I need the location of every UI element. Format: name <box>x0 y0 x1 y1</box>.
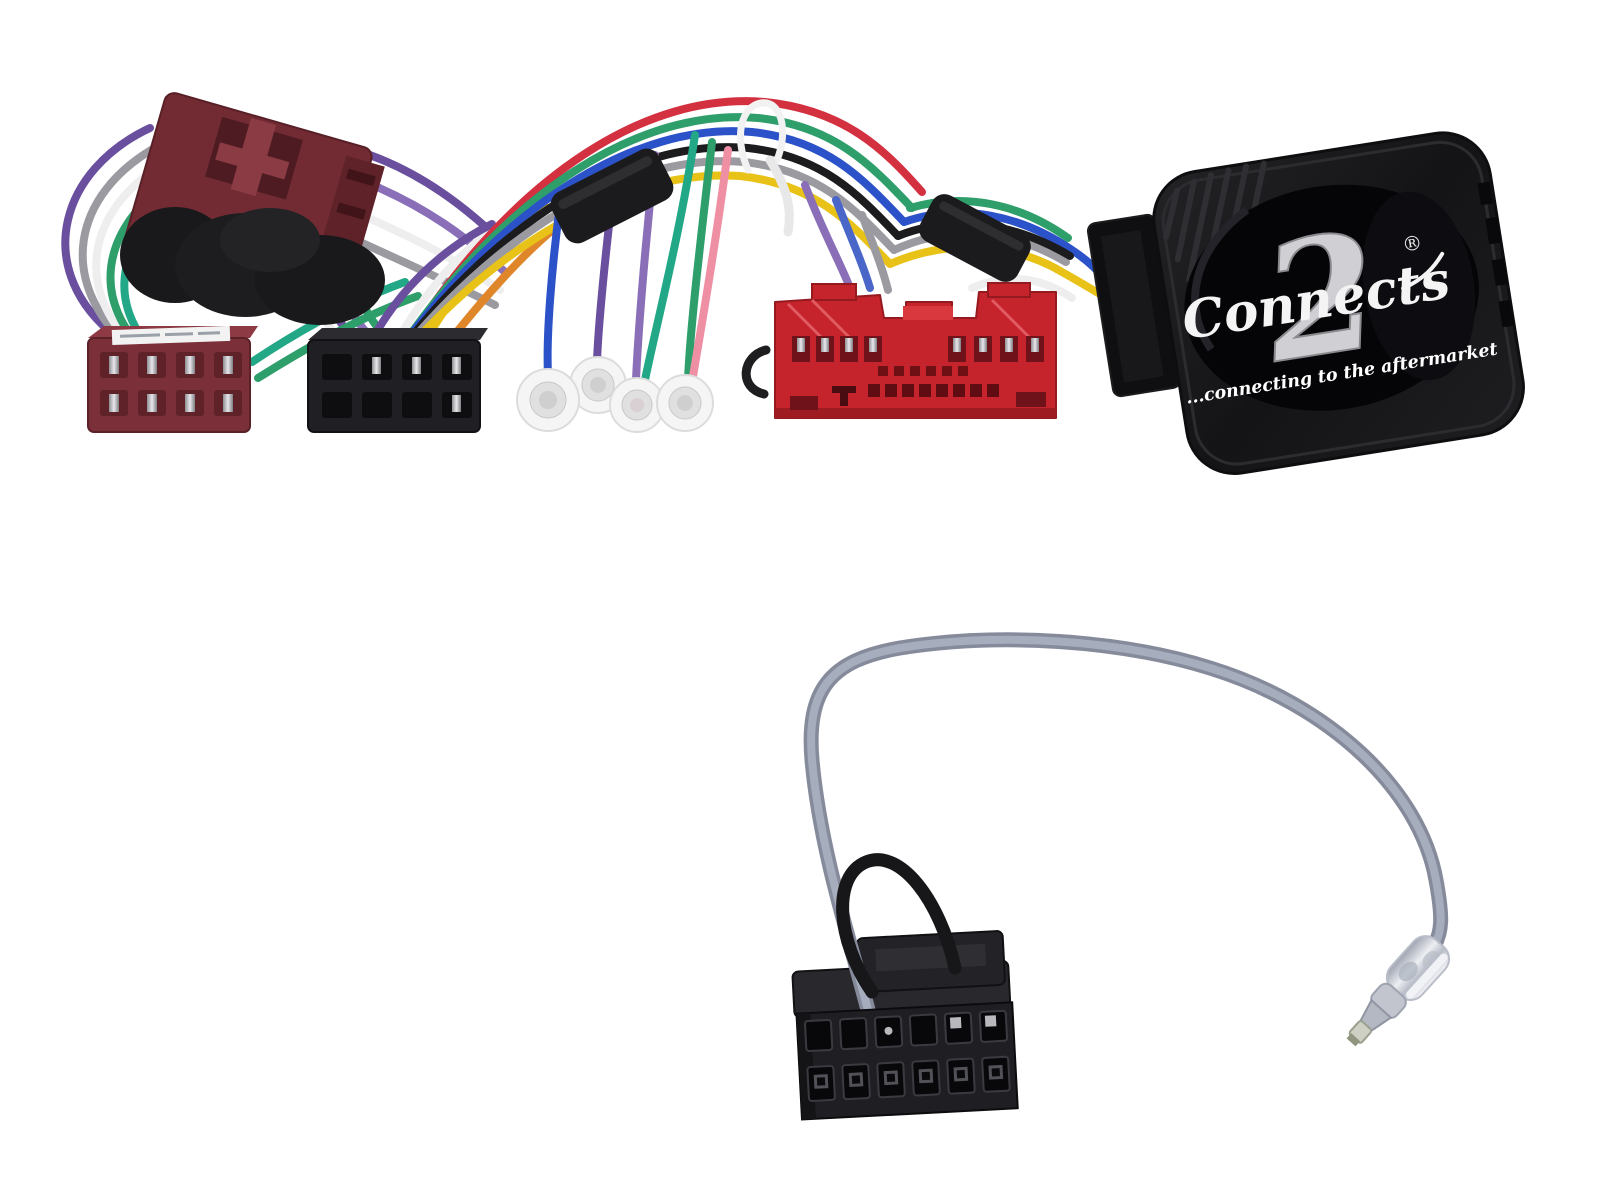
wire-grey <box>858 211 892 294</box>
tape-wraps <box>550 148 1031 282</box>
interface-box-window-sheen <box>1362 191 1476 381</box>
wire-red <box>411 97 926 334</box>
iso-power-label <box>111 325 231 346</box>
stalk-connector <box>795 1001 1019 1121</box>
quadlock-end-slot <box>346 168 376 187</box>
vehicle-connector-bottom <box>775 408 1056 418</box>
quadlock-end-slot <box>336 202 367 220</box>
logo-registered-mark: ® <box>1400 230 1424 257</box>
bullet-terminal <box>656 374 714 432</box>
iso-power-connector <box>87 325 258 433</box>
stalk-connector-cavities <box>804 1009 1011 1102</box>
wire-teal <box>641 131 699 384</box>
iso-speaker-connector <box>307 328 488 433</box>
wire-blue <box>394 127 908 356</box>
vehicle-connector-loop <box>741 345 771 399</box>
wire-white <box>346 206 504 294</box>
tape-loom <box>120 207 385 325</box>
wire-grey <box>78 142 162 350</box>
iso-speaker-body <box>307 339 481 433</box>
tape-wrap-highlight <box>939 201 1024 251</box>
aerial-plug-crimp <box>1398 961 1418 982</box>
wire-blue-light <box>832 196 874 292</box>
interface-box-side-slots <box>1477 181 1515 328</box>
bullet-terminal <box>609 377 665 433</box>
aerial-plug-shine <box>1406 953 1448 999</box>
wire-grey <box>382 157 898 376</box>
vehicle-connector-pins <box>790 336 1046 410</box>
wire-green <box>906 197 1072 242</box>
stalk-lead <box>791 632 1451 1121</box>
iso-power-pins <box>100 352 242 416</box>
aerial-plug-tip-end <box>1346 1033 1361 1047</box>
vehicle-connector-tab <box>811 283 857 301</box>
wire-black <box>388 143 902 366</box>
tape-wrap <box>550 148 674 244</box>
interface-box-plug-inner <box>1100 230 1164 383</box>
cable-tie <box>737 99 794 237</box>
wire-purple <box>368 220 496 344</box>
iso-speaker-top <box>308 328 488 340</box>
wire-pink <box>688 146 732 386</box>
wire-violet <box>801 181 854 292</box>
wire-green <box>401 113 916 346</box>
aerial-plug <box>1346 935 1451 1047</box>
logo-flourish <box>1401 251 1445 291</box>
wire-white <box>968 274 1076 302</box>
interface-box: 2 Connects ® ...connecting to the afterm… <box>1152 131 1525 475</box>
vehicle-connector-tab <box>903 306 953 320</box>
cable-tie-tail <box>765 155 794 237</box>
bullet-terminal <box>516 368 580 432</box>
wire-green <box>684 138 716 384</box>
tape-wrap-highlight <box>558 156 653 209</box>
tape-wrap <box>919 194 1031 282</box>
vehicle-connector-tab <box>987 282 1031 298</box>
stalk-connector-lid <box>791 930 1012 1019</box>
stalk-wire-loop <box>836 853 962 999</box>
tape-blob-highlight <box>220 208 320 272</box>
wire-blue <box>543 201 564 379</box>
aerial-cable-sheen <box>807 635 1445 1014</box>
vehicle-connector <box>741 282 1057 419</box>
quadlock-latch-bar <box>215 142 290 180</box>
cable-tie-loop <box>737 99 787 174</box>
interface-box-window-highlight <box>1191 206 1250 352</box>
iso-speaker-slots <box>322 354 472 418</box>
bullet-terminals <box>516 356 714 433</box>
